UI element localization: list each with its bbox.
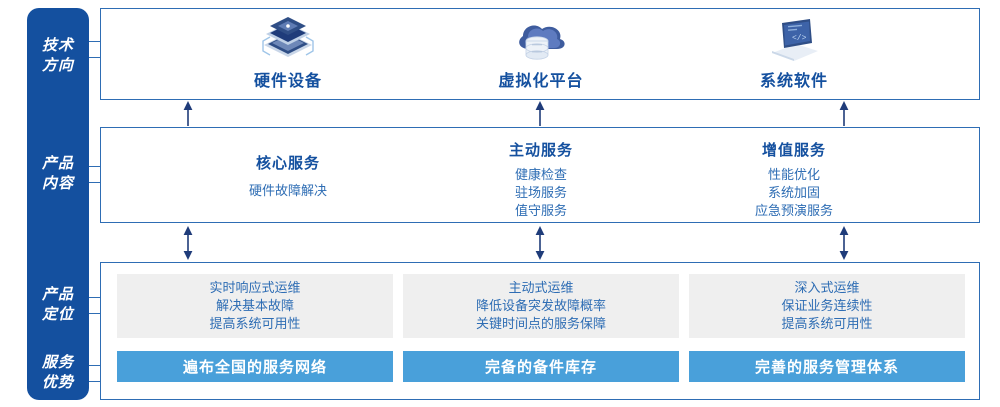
content-heading-core: 核心服务	[255, 155, 320, 172]
content-item-valueadd-2: 应急预演服务	[754, 203, 833, 218]
laptop-code-icon: </>	[772, 19, 818, 61]
content-item-core-0: 硬件故障解决	[248, 183, 327, 198]
sidebar-item-tech[interactable]: 技术 方向	[27, 36, 89, 76]
positioning-line-realtime-2: 提高系统可用性	[209, 316, 301, 331]
positioning-line-realtime-1: 解决基本故障	[215, 298, 294, 313]
cloud-database-icon	[519, 25, 565, 60]
sidebar-item-positioning[interactable]: 产品 定位	[27, 285, 89, 325]
content-item-valueadd-0: 性能优化	[767, 167, 820, 182]
connector-position-top	[89, 297, 101, 298]
advantage-label-management: 完善的服务管理体系	[754, 359, 899, 376]
content-item-proactive-0: 健康检查	[514, 167, 567, 182]
sidebar-item-advantage-line1: 服务	[41, 354, 74, 371]
positioning-box-realtime[interactable]: 实时响应式运维 解决基本故障 提高系统可用性	[117, 274, 393, 338]
sidebar-item-product-line1: 产品	[41, 155, 74, 172]
advantage-label-inventory: 完备的备件库存	[484, 359, 597, 376]
product-content-panel: 核心服务 硬件故障解决 主动服务 健康检查 驻场服务 值守服务 增值服务 性能优…	[100, 127, 980, 223]
sidebar-item-product-line2: 内容	[41, 175, 74, 192]
advantage-label-network: 遍布全国的服务网络	[182, 359, 327, 376]
content-item-proactive-1: 驻场服务	[514, 185, 567, 200]
server-stack-icon	[262, 17, 314, 57]
positioning-advantage-panel: 实时响应式运维 解决基本故障 提高系统可用性 主动式运维 降低设备突发故障概率 …	[100, 262, 980, 400]
sidebar-item-positioning-line1: 产品	[41, 286, 74, 303]
connector-tech-top	[89, 41, 101, 42]
positioning-box-deep[interactable]: 深入式运维 保证业务连续性 提高系统可用性	[689, 274, 965, 338]
tech-column-hardware[interactable]: 硬件设备	[205, 9, 371, 101]
positioning-line-proactive-1: 降低设备突发故障概率	[475, 298, 606, 313]
tech-title-hardware: 硬件设备	[253, 73, 322, 90]
arrow-up-virtualization	[535, 101, 545, 126]
sidebar-item-tech-line2: 方向	[41, 57, 74, 74]
arrow-updown-proactive	[535, 226, 545, 260]
advantage-bar-inventory[interactable]: 完备的备件库存	[403, 351, 679, 382]
sidebar-item-advantage-line2: 优势	[41, 374, 74, 391]
advantage-bar-management[interactable]: 完善的服务管理体系	[689, 351, 965, 382]
arrow-up-software	[839, 101, 849, 126]
technology-direction-panel: 硬件设备 虚拟化平台 </> 系统软件	[100, 8, 980, 100]
content-column-core[interactable]: 核心服务 硬件故障解决	[205, 128, 371, 224]
content-item-proactive-2: 值守服务	[514, 203, 567, 218]
tech-title-software: 系统软件	[759, 73, 828, 90]
sidebar-item-tech-line1: 技术	[41, 37, 74, 54]
sidebar-item-advantage[interactable]: 服务 优势	[27, 353, 89, 393]
connector-product-bottom	[89, 182, 101, 183]
positioning-line-proactive-2: 关键时间点的服务保障	[475, 316, 606, 331]
advantage-bar-network[interactable]: 遍布全国的服务网络	[117, 351, 393, 382]
connector-tech-bottom	[89, 57, 101, 58]
content-heading-valueadd: 增值服务	[761, 142, 826, 159]
connector-advantage-top	[89, 365, 101, 366]
arrow-up-hardware	[183, 101, 193, 126]
positioning-box-proactive[interactable]: 主动式运维 降低设备突发故障概率 关键时间点的服务保障	[403, 274, 679, 338]
positioning-line-realtime-0: 实时响应式运维	[209, 280, 301, 295]
sidebar-item-product[interactable]: 产品 内容	[27, 154, 89, 194]
positioning-line-deep-0: 深入式运维	[794, 280, 860, 295]
sidebar-item-positioning-line2: 定位	[41, 306, 74, 323]
category-sidebar: 技术 方向 产品 内容 产品 定位 服务 优势	[27, 8, 89, 400]
content-column-proactive[interactable]: 主动服务 健康检查 驻场服务 值守服务	[458, 128, 624, 224]
tech-column-virtualization[interactable]: 虚拟化平台	[458, 9, 624, 101]
content-column-valueadd[interactable]: 增值服务 性能优化 系统加固 应急预演服务	[711, 128, 877, 224]
arrow-updown-valueadd	[839, 226, 849, 260]
positioning-line-proactive-0: 主动式运维	[508, 280, 574, 295]
tech-title-virtualization: 虚拟化平台	[498, 73, 584, 90]
tech-column-software[interactable]: </> 系统软件	[711, 9, 877, 101]
connector-position-bottom	[89, 313, 101, 314]
positioning-line-deep-2: 提高系统可用性	[781, 316, 873, 331]
positioning-line-deep-1: 保证业务连续性	[781, 298, 873, 313]
arrow-updown-core	[183, 226, 193, 260]
connector-advantage-bottom	[89, 381, 101, 382]
connector-product-top	[89, 166, 101, 167]
content-heading-proactive: 主动服务	[508, 142, 573, 159]
content-item-valueadd-1: 系统加固	[767, 185, 820, 200]
svg-text:</>: </>	[792, 34, 807, 43]
